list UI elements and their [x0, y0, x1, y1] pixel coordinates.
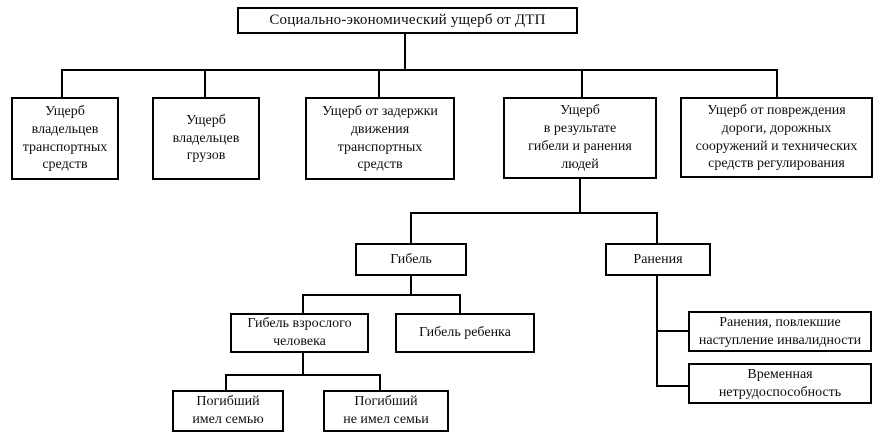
node-deceased-no-family: Погибший не имел семьи: [323, 390, 449, 432]
connector-drop-vehicle: [61, 69, 63, 98]
connector-death-stem: [410, 276, 412, 296]
node-injuries: Ранения: [605, 243, 711, 276]
node-deceased-had-family: Погибший имел семью: [172, 390, 284, 432]
connector-drop-nofamily: [379, 374, 381, 391]
connector-level3-rail: [410, 212, 658, 214]
connector-drop-death: [410, 212, 412, 244]
connector-drop-adult: [302, 294, 304, 314]
node-disability-injuries: Ранения, повлекшие наступление инвалидно…: [688, 311, 872, 352]
node-vehicle-owners-damage: Ущерб владельцев транспортных средств: [11, 97, 119, 180]
node-temporary-disability: Временная нетрудоспособность: [688, 363, 872, 404]
connector-stub-temporary: [656, 385, 688, 387]
node-root: Социально-экономический ущерб от ДТП: [237, 7, 578, 34]
connector-drop-hadfamily: [225, 374, 227, 391]
node-road-damage: Ущерб от повреждения дороги, дорожных со…: [680, 97, 873, 178]
connector-adult-stem: [302, 353, 304, 376]
connector-drop-delay: [378, 69, 380, 98]
connector-root-stem: [404, 33, 406, 71]
connector-deathinjury-stem: [579, 179, 581, 214]
connector-level2-rail: [61, 69, 778, 71]
node-cargo-owners-damage: Ущерб владельцев грузов: [152, 97, 260, 180]
node-child-death: Гибель ребенка: [395, 313, 535, 353]
node-traffic-delay-damage: Ущерб от задержки движения транспортных …: [305, 97, 455, 180]
connector-drop-cargo: [204, 69, 206, 98]
connector-stub-disability: [656, 330, 688, 332]
connector-drop-roaddamage: [776, 69, 778, 98]
connector-drop-child: [459, 294, 461, 314]
connector-drop-deathinjury: [581, 69, 583, 98]
connector-drop-injuries: [656, 212, 658, 244]
node-death: Гибель: [355, 243, 467, 276]
connector-level5-rail: [225, 374, 381, 376]
connector-level4-rail: [302, 294, 461, 296]
node-adult-death: Гибель взрослого человека: [230, 313, 369, 353]
node-death-and-injury-damage: Ущерб в результате гибели и ранения люде…: [503, 97, 657, 179]
